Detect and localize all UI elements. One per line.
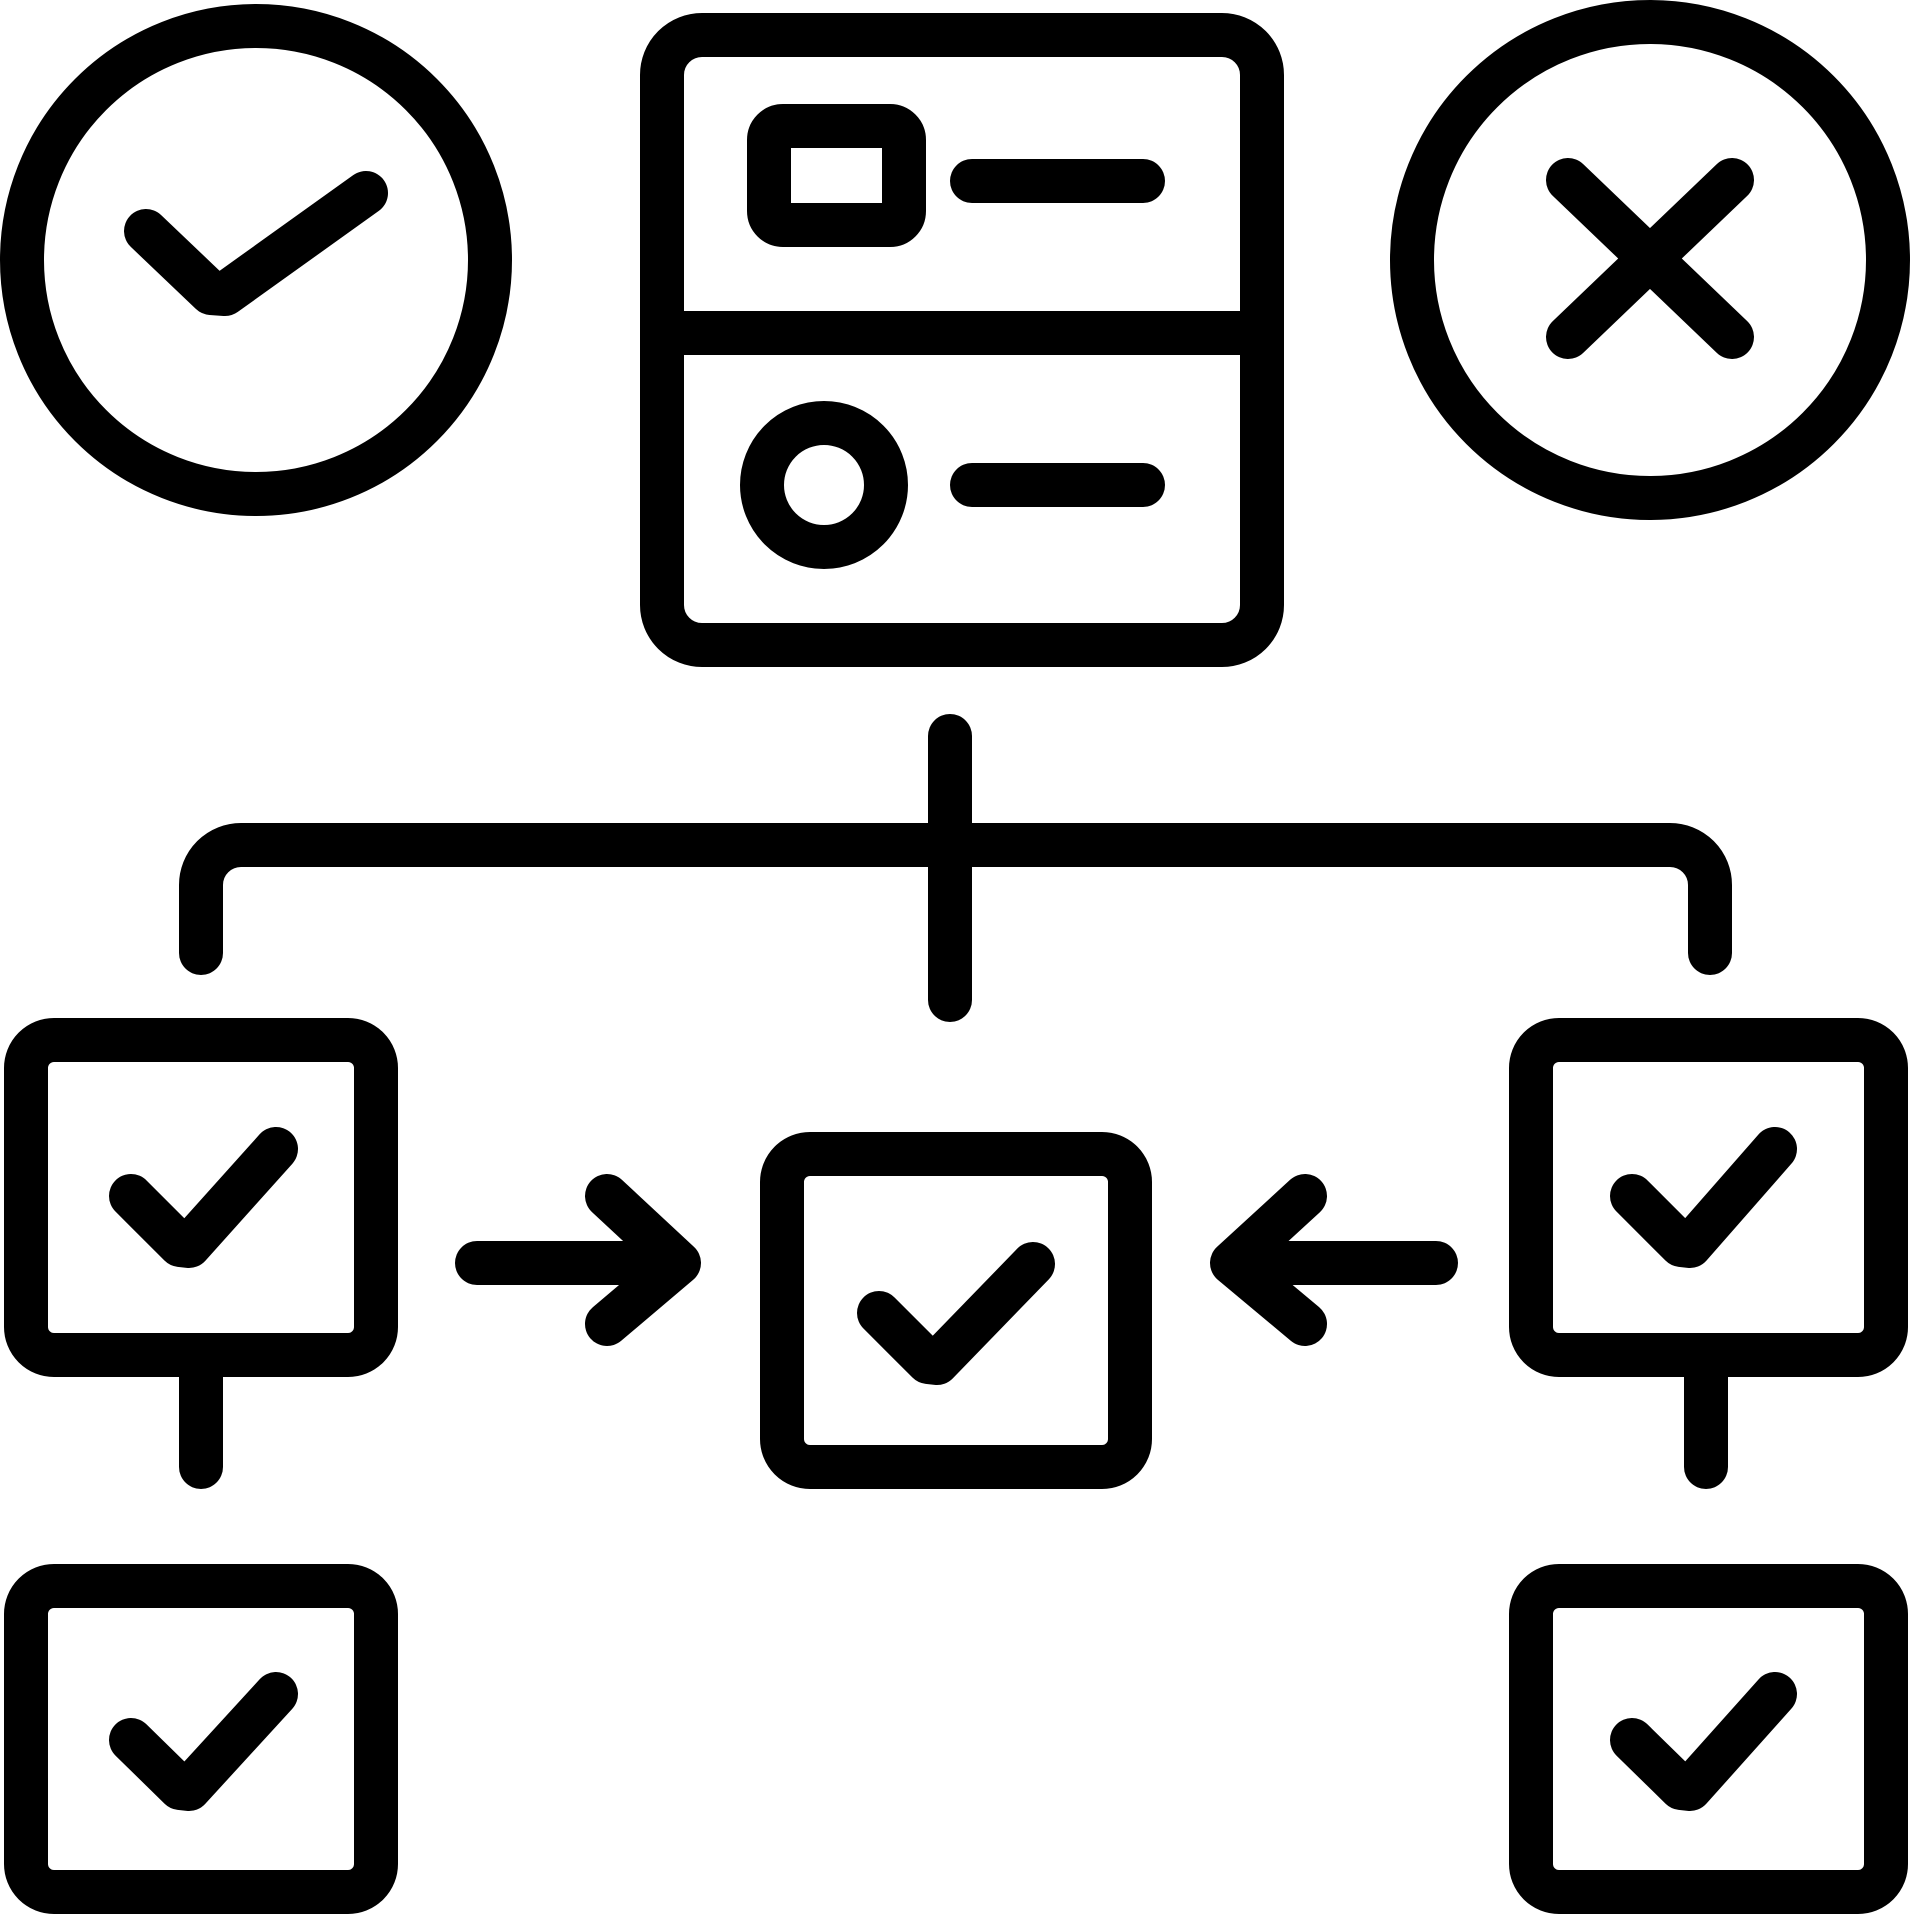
checkbox-task-icon bbox=[760, 1132, 1152, 1489]
checkbox-task-icon bbox=[4, 1018, 398, 1377]
form-checkbox-icon bbox=[747, 104, 926, 247]
form-card-icon bbox=[640, 13, 1284, 667]
checkbox-task-icon bbox=[4, 1564, 398, 1914]
checkbox-task-icon bbox=[1509, 1018, 1908, 1377]
form-radio-icon bbox=[740, 401, 908, 569]
x-circle-icon bbox=[1390, 0, 1910, 520]
check-circle-icon bbox=[0, 4, 512, 516]
arrow-icon bbox=[455, 1174, 701, 1346]
checkbox-task-icon bbox=[1509, 1564, 1908, 1914]
arrow-icon bbox=[1210, 1174, 1458, 1346]
